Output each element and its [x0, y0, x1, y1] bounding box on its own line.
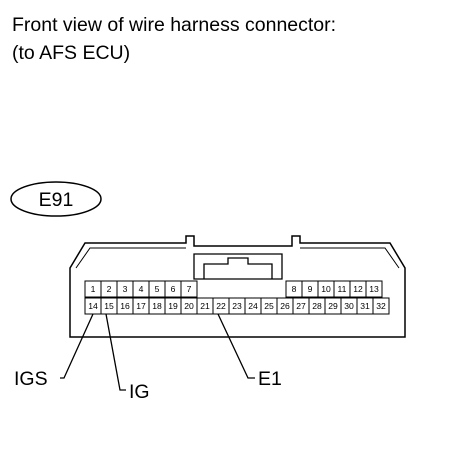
pin-number: 2 [107, 284, 112, 294]
pin-number: 21 [200, 301, 210, 311]
pin-cavity: 3 [116, 280, 134, 298]
pin-number: 9 [308, 284, 313, 294]
pin-cavity: 14 [84, 297, 102, 315]
leader-ig [105, 313, 126, 391]
pin-cavity: 29 [324, 297, 342, 315]
pin-cavity: 30 [340, 297, 358, 315]
connector-code: E91 [39, 189, 74, 211]
caption-line-2: (to AFS ECU) [12, 42, 131, 64]
pin-cavity: 6 [164, 280, 182, 298]
bottom-pin-row: 14 15 16 17 18 19 20 21 22 23 24 25 26 27 28 29 30 31 32 [84, 297, 390, 315]
pin-cavity: 20 [180, 297, 198, 315]
pin-number: 23 [232, 301, 242, 311]
pin-cavity: 26 [276, 297, 294, 315]
pin-cavity: 21 [196, 297, 214, 315]
pin-cavity: 28 [308, 297, 326, 315]
pin-cavity: 2 [100, 280, 118, 298]
pin-number: 10 [321, 284, 331, 294]
pin-number: 26 [280, 301, 290, 311]
lock-outer [193, 253, 283, 280]
pin-cavity: 15 [100, 297, 118, 315]
caption-line-1: Front view of wire harness connector: [12, 14, 337, 36]
pin-cavity: 16 [116, 297, 134, 315]
pin-cavity: 17 [132, 297, 150, 315]
pin-number: 20 [184, 301, 194, 311]
pin-number: 13 [369, 284, 379, 294]
housing-inner-outline-right [300, 247, 400, 269]
pin-cavity: 32 [372, 297, 390, 315]
pin-number: 11 [338, 284, 347, 294]
pin-number: 5 [155, 284, 160, 294]
pin-cavity: 24 [244, 297, 262, 315]
pin-number: 32 [376, 301, 386, 311]
pin-cavity-box [180, 280, 198, 298]
pin-number: 18 [152, 301, 162, 311]
pin-number: 16 [120, 301, 130, 311]
pin-cavity-box [365, 280, 383, 298]
pin-number: 6 [171, 284, 176, 294]
pin-number: 14 [88, 301, 98, 311]
pin-cavity: 5 [148, 280, 166, 298]
leader-e1 [217, 313, 255, 379]
lock-inner [203, 257, 273, 279]
pin-number: 12 [353, 284, 363, 294]
pin-number: 4 [139, 284, 144, 294]
pin-number: 1 [91, 284, 96, 294]
pin-cavity: 19 [164, 297, 182, 315]
pin-cavity: 10 [317, 280, 335, 298]
pin-number: 19 [168, 301, 178, 311]
callout-label-igs: IGS [14, 368, 48, 390]
pin-cavity-box [372, 297, 390, 315]
pin-cavity: 7 [180, 280, 198, 298]
pin-number: 15 [104, 301, 114, 311]
pin-cavity: 23 [228, 297, 246, 315]
housing-inner-outline [75, 247, 186, 269]
pin-cavity: 13 [365, 280, 383, 298]
pin-number: 29 [328, 301, 338, 311]
pin-number: 3 [123, 284, 128, 294]
pin-cavity: 4 [132, 280, 150, 298]
pin-number: 27 [296, 301, 306, 311]
pin-number: 28 [312, 301, 322, 311]
pin-cavity: 31 [356, 297, 374, 315]
pin-number: 31 [360, 301, 370, 311]
housing-outline [69, 235, 406, 338]
callout-label-ig: IG [129, 381, 150, 403]
pin-number: 7 [187, 284, 192, 294]
callout-leaders [60, 313, 255, 391]
pin-number: 24 [248, 301, 258, 311]
connector-code-ellipse [10, 181, 102, 217]
pin-cavity: 22 [212, 297, 230, 315]
pin-number: 8 [292, 284, 297, 294]
pin-number: 17 [136, 301, 146, 311]
pin-cavity: 27 [292, 297, 310, 315]
pin-number: 30 [344, 301, 354, 311]
pin-cavity: 9 [301, 280, 319, 298]
pin-cavity: 18 [148, 297, 166, 315]
pin-cavity: 11 [333, 280, 351, 298]
pin-number: 22 [216, 301, 226, 311]
connector-housing [69, 235, 406, 338]
callout-label-e1: E1 [258, 368, 282, 390]
pin-number: 25 [264, 301, 274, 311]
connector-code-tag: E91 [10, 181, 102, 217]
leader-igs [60, 313, 94, 379]
pin-cavity: 25 [260, 297, 278, 315]
pin-cavity: 8 [285, 280, 303, 298]
pin-cavity: 1 [84, 280, 102, 298]
pin-cavity: 12 [349, 280, 367, 298]
